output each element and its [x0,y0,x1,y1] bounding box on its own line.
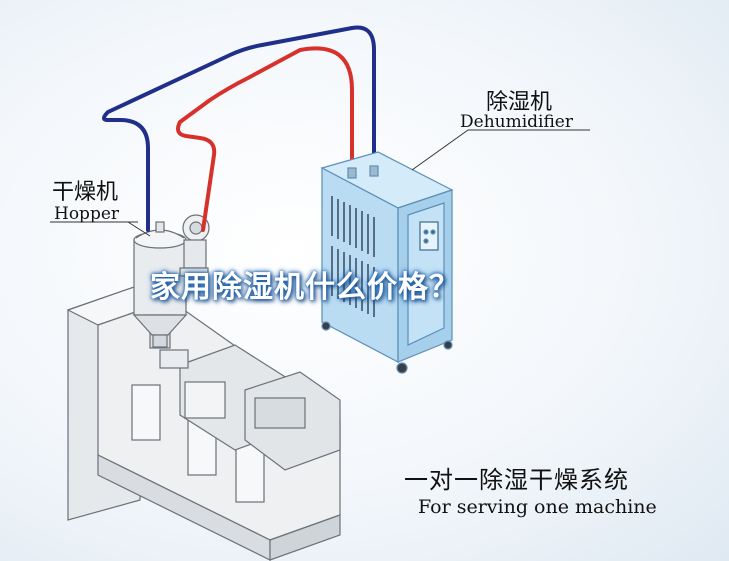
hopper-label-en: Hopper [54,204,120,224]
hopper-dryer [132,214,210,348]
system-label-cn: 一对一除湿干燥系统 [404,466,629,494]
dehumidifier-cabinet [320,151,454,374]
return-air-pipe [102,25,376,232]
injection-molding-machine [66,284,341,561]
hopper-label-cn: 干燥机 [52,180,119,205]
overlay-title: 家用除湿机什么价格？ [150,270,460,305]
dehumidifier-label-cn: 除湿机 [486,90,553,115]
label-leader-lines [50,129,590,237]
dry-air-pipe [176,46,354,232]
system-label-en: For serving one machine [418,496,657,518]
dehumidifier-label-en: Dehumidifier [460,112,573,132]
